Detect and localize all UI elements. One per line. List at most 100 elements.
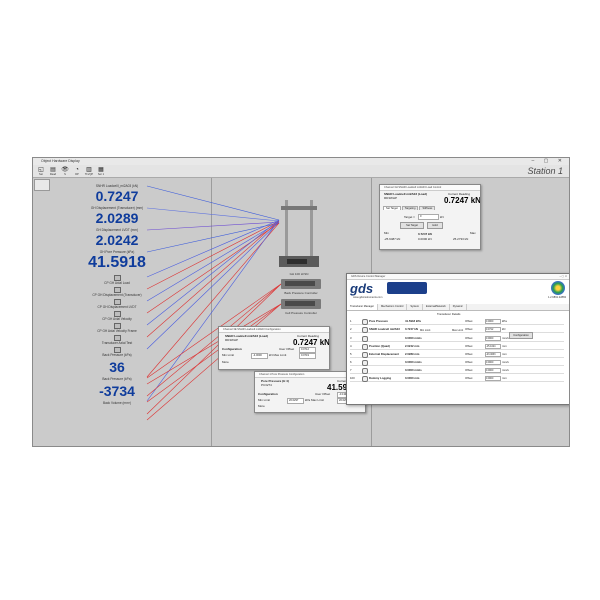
gds-window-controls[interactable]: – ▢ ✕ [559, 275, 567, 278]
offset-input[interactable]: 0.0000 [485, 376, 501, 381]
toolbar-button[interactable]: ▦Ser 1 [96, 166, 106, 176]
offset-input[interactable]: 0.0000 [485, 336, 501, 341]
sensor-icon[interactable] [114, 347, 121, 353]
toolbar-button[interactable]: 👁S [60, 166, 70, 176]
title-bar: Object Hardware Display – ▢ ✕ [33, 158, 569, 165]
connection-line [146, 303, 282, 421]
expand-icon[interactable] [362, 319, 368, 325]
tab-dynamic[interactable]: Dynamic [450, 304, 467, 310]
toolbar-button[interactable]: ◔DP [72, 166, 82, 176]
sensor-icon[interactable] [114, 323, 121, 329]
tab-targeting[interactable]: Targeting [401, 206, 419, 210]
toolbar-button[interactable]: ▤Read [48, 166, 58, 176]
reading-value: 2.0289 [95, 210, 139, 226]
sensor-icon[interactable] [114, 335, 121, 341]
cell-pressure-controller-image[interactable] [281, 299, 321, 309]
config1-more-toggle[interactable]: More [222, 360, 229, 364]
tab-mechanism-control[interactable]: Mechanism Control [378, 304, 408, 310]
transducer-value: 0.0000 mm/s [405, 336, 422, 340]
expand-icon[interactable] [362, 352, 368, 358]
transducer-value: 0.0000 mm/s [405, 360, 422, 364]
tab-external-network[interactable]: External/Network [423, 304, 450, 310]
frame-post [285, 200, 288, 258]
offset-unit: mm [502, 352, 507, 356]
reading-value: -3734 [99, 383, 135, 399]
hold-button[interactable]: Hold [427, 222, 443, 229]
config1-offset-input-2[interactable]: 0.0719 [299, 353, 316, 359]
load-name: SNHR Loadcell mi2A03 (Load) [384, 192, 428, 196]
row-number: 3 [350, 336, 352, 340]
config1-min-input[interactable]: -4.0000 [251, 353, 268, 359]
row-number: 2 [350, 327, 352, 331]
target-input[interactable]: 0 [418, 214, 439, 220]
offset-input[interactable]: 0.0000 [485, 368, 501, 373]
connection-line [146, 283, 282, 397]
transducer-value: 0.7247 kN [405, 327, 418, 331]
reading-label: CP GH Axial Load [104, 281, 130, 285]
expand-icon[interactable] [362, 376, 368, 382]
gds-control-window: GDS Device Control Manager– ▢ ✕ gds www.… [346, 273, 569, 405]
divider [211, 178, 212, 446]
connection-line [146, 207, 280, 222]
expand-icon[interactable] [362, 360, 368, 366]
connection-line [146, 220, 280, 338]
expand-icon[interactable] [362, 336, 368, 342]
load-config-window: Channel 3E SNHR Loadcell mi2A03 Configur… [218, 326, 330, 370]
sensor-icon[interactable] [114, 287, 121, 293]
connection-line [146, 185, 280, 221]
offset-unit: mm/s [502, 336, 509, 340]
back-pressure-caption: Back Pressure Controller [284, 291, 318, 295]
tab-system[interactable]: System [407, 304, 423, 310]
offset-input[interactable]: 0.0000 [485, 360, 501, 365]
offset-input[interactable]: -15.1024 [485, 344, 501, 349]
config2-min-input[interactable]: 20.0297 [287, 398, 304, 404]
load-frame-image[interactable] [279, 200, 319, 270]
expand-icon[interactable] [362, 327, 368, 333]
toolbar-label: DP [75, 173, 79, 176]
target-unit: kN [440, 215, 444, 219]
config2-more-toggle[interactable]: More [258, 404, 265, 408]
expand-icon[interactable] [362, 368, 368, 374]
config1-id: RD3WHP [225, 338, 239, 342]
toolbar-label: Set [39, 173, 43, 176]
offset-label: Offset [465, 336, 473, 340]
connection-line [146, 219, 280, 278]
gds-logo: gds [350, 281, 374, 296]
expand-icon[interactable] [362, 344, 368, 350]
transducer-value: 2.0242 mm [405, 344, 420, 348]
set-target-button[interactable]: Set Target [400, 222, 424, 229]
tab-transducer-manager[interactable]: Transducer Manager [347, 304, 378, 310]
offset-input[interactable]: 0.0712 [485, 327, 501, 332]
offset-label: Offset [465, 352, 473, 356]
toolbar-button[interactable]: ◱Set [36, 166, 46, 176]
config1-offset-input[interactable]: 0.0712 [299, 347, 316, 353]
station-selector[interactable] [34, 179, 50, 191]
reading-label: GH Displacement (Transducer) (mm) [90, 206, 144, 210]
target-label: Target = [404, 215, 415, 219]
toolbar-button[interactable]: ▥TLVQP [84, 166, 94, 176]
configuration-button[interactable]: Configuration [509, 332, 533, 339]
sensor-icon[interactable] [114, 299, 121, 305]
back-pressure-controller-image[interactable] [281, 279, 321, 289]
sensor-icon[interactable] [114, 311, 121, 317]
window-controls[interactable]: – ▢ ✕ [531, 158, 566, 164]
offset-input[interactable]: -23.4633 [485, 352, 501, 357]
reading-label: CP GH Displacement (Transducer) [92, 293, 142, 297]
tab-stiffness[interactable]: Stiffness [419, 206, 436, 210]
offset-input[interactable]: 0.0000 [485, 319, 501, 324]
sensor-icon[interactable] [114, 275, 121, 281]
connection-line [146, 222, 280, 314]
gds-banner-image [387, 282, 427, 294]
config2-max-label: kPa Max Limit [305, 398, 324, 402]
load-control-window: Channel 3H SNHR Loadcell mi2A03 Load Con… [379, 184, 481, 250]
tab-set-target[interactable]: Set Target [383, 206, 401, 210]
